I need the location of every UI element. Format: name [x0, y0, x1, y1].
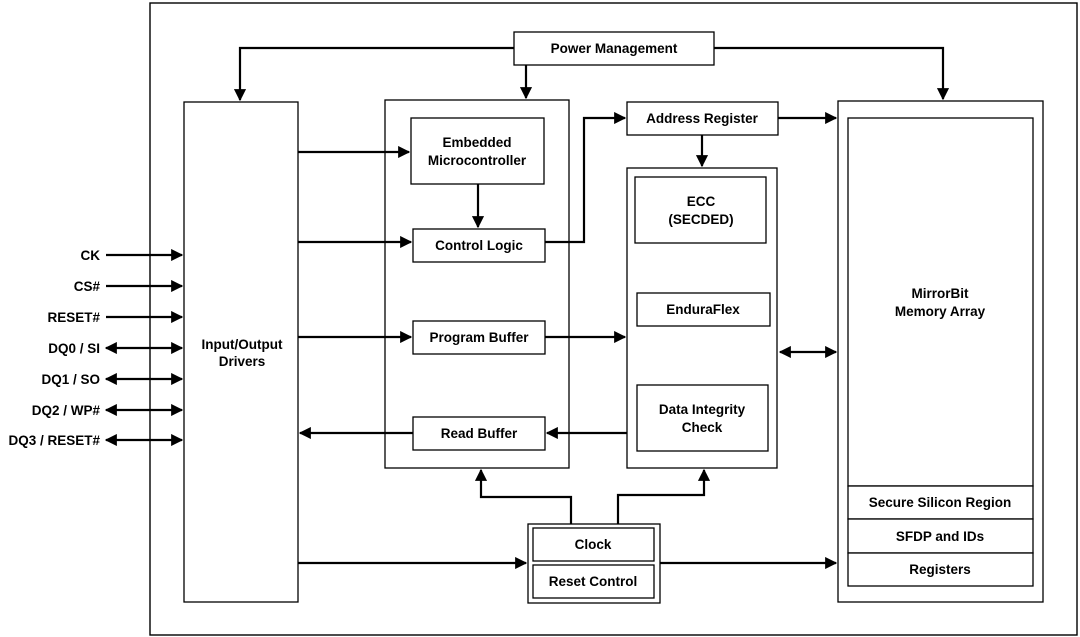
- connectors: [104, 46, 950, 570]
- arrow-clock-to-controller: [474, 468, 573, 524]
- ecc-label-line1: ECC: [687, 194, 716, 209]
- control-logic-label: Control Logic: [435, 238, 523, 253]
- io-drivers-label-line2: Drivers: [219, 354, 266, 369]
- program-buffer-block: [412, 320, 546, 355]
- signal-ck-label: CK: [81, 248, 101, 263]
- registers-label: Registers: [909, 562, 971, 577]
- registers-block: [847, 552, 1034, 587]
- signal-cs-label: CS#: [74, 279, 101, 294]
- enduraflex-block: [636, 292, 771, 327]
- mirrorbit-label-line1: MirrorBit: [912, 286, 970, 301]
- data-integrity-label-line1: Data Integrity: [659, 402, 746, 417]
- signal-dq2-label: DQ2 / WP#: [32, 403, 101, 418]
- read-buffer-label: Read Buffer: [441, 426, 518, 441]
- power-management-label: Power Management: [551, 41, 678, 56]
- reset-control-label: Reset Control: [549, 574, 638, 589]
- arrow-control-logic-to-address-register: [545, 111, 627, 244]
- embedded-microcontroller-block: [410, 117, 545, 185]
- block-labels: Power Management Input/Output Drivers Em…: [202, 41, 1012, 589]
- arrow-power-to-io: [233, 46, 514, 102]
- arrow-clock-to-ecc: [616, 468, 711, 524]
- reset-control-block: [532, 564, 655, 599]
- secure-silicon-region-block: [847, 485, 1034, 520]
- control-logic-block: [412, 228, 546, 263]
- sfdp-and-ids-label: SFDP and IDs: [896, 529, 984, 544]
- ecc-label-line2: (SECDED): [668, 212, 733, 227]
- mirrorbit-label-line2: Memory Array: [895, 304, 986, 319]
- program-buffer-label: Program Buffer: [429, 330, 529, 345]
- power-management-block: [513, 31, 715, 66]
- sfdp-and-ids-block: [847, 518, 1034, 554]
- signal-labels: CK CS# RESET# DQ0 / SI DQ1 / SO DQ2 / WP…: [8, 248, 100, 448]
- microcontroller-label-line1: Embedded: [442, 135, 511, 150]
- data-integrity-label-line2: Check: [682, 420, 723, 435]
- input-output-drivers-block: [183, 101, 299, 603]
- signal-dq1-label: DQ1 / SO: [41, 372, 100, 387]
- mirrorbit-memory-array-block: [847, 117, 1034, 487]
- clock-label: Clock: [575, 537, 612, 552]
- io-drivers-label-line1: Input/Output: [202, 337, 283, 352]
- address-register-label: Address Register: [646, 111, 759, 126]
- clock-block: [532, 527, 655, 562]
- microcontroller-label-line2: Microcontroller: [428, 153, 527, 168]
- arrow-power-to-memory: [714, 46, 950, 101]
- secure-silicon-region-label: Secure Silicon Region: [869, 495, 1012, 510]
- data-integrity-check-block: [636, 384, 769, 452]
- ecc-block: [634, 176, 767, 244]
- signal-dq3-label: DQ3 / RESET#: [8, 433, 100, 448]
- signal-dq0-label: DQ0 / SI: [48, 341, 100, 356]
- signal-reset-label: RESET#: [47, 310, 100, 325]
- enduraflex-label: EnduraFlex: [666, 302, 740, 317]
